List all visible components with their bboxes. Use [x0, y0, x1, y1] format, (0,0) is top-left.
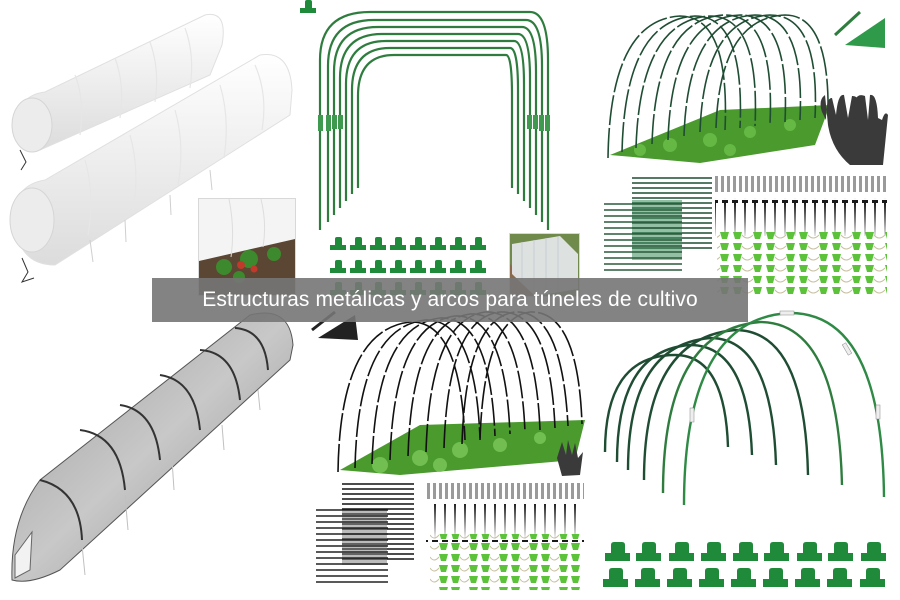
rod-bundle-icon [833, 10, 885, 48]
product-image-green-round-hoops[interactable] [600, 300, 900, 600]
round-hoops-illustration [603, 310, 886, 587]
fleece-tunnel-illustration [9, 13, 293, 283]
mesh-tunnel-illustration [11, 312, 294, 582]
hoops-kit-green-illustration [604, 10, 888, 294]
glove-icon [557, 440, 583, 476]
product-image-hoops-over-lettuce-black[interactable] [300, 300, 600, 600]
hoops-kit-black-illustration [311, 310, 585, 590]
product-image-white-fleece-tunnels[interactable] [0, 0, 300, 300]
caption-text: Estructuras metálicas y arcos para túnel… [202, 288, 698, 311]
t-clips-grid [300, 0, 316, 13]
product-image-black-mesh-tunnel[interactable] [0, 300, 300, 600]
gloves-icon [820, 94, 888, 165]
image-caption: Estructuras metálicas y arcos para túnel… [152, 278, 748, 322]
product-image-green-rectangular-hoops[interactable] [300, 0, 600, 300]
product-image-hoops-over-lettuce-green[interactable] [600, 0, 900, 300]
